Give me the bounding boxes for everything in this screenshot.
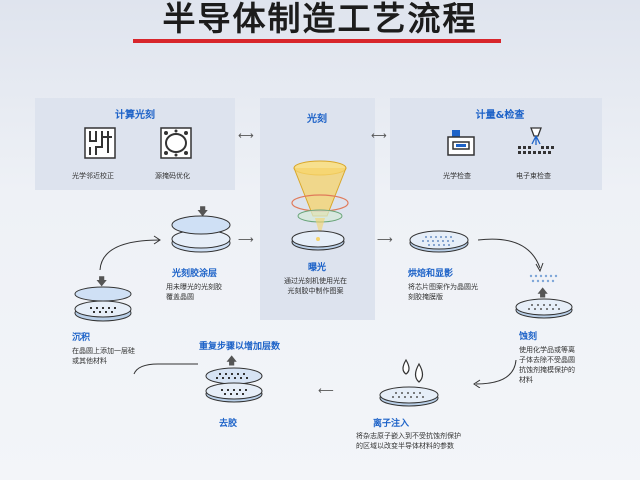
deposition-wafer <box>74 286 132 322</box>
optical-inspection-icon <box>447 130 475 156</box>
coating-to-exposure-arrow: ⟶ <box>238 233 254 246</box>
smo-icon <box>160 127 192 159</box>
develop-wafer <box>409 230 469 253</box>
implant-wafer <box>379 386 439 407</box>
ion-drops-icon <box>402 358 424 383</box>
exposure-to-develop-arrow: ⟶ <box>377 233 393 246</box>
implant-label: 离子注入 <box>373 419 410 429</box>
implant-desc: 将杂志原子嵌入到不受抗蚀剂保护的区域以改变半导体材料的参数 <box>356 432 461 450</box>
metrology-panel <box>390 98 602 190</box>
coating-wafer <box>171 215 231 253</box>
exposure-wafer <box>291 230 345 251</box>
metrology-label: 计量&检查 <box>475 110 525 121</box>
strip-label: 去胶 <box>219 419 238 429</box>
deposition-desc: 在晶圆上添加一层硅或其他材料 <box>72 347 135 365</box>
bidirectional-arrow-right: ⟷ <box>371 129 387 142</box>
coating-label: 光刻胶涂层 <box>172 269 218 279</box>
etch-up-arrow: 🡅 <box>537 286 549 299</box>
page-title: 半导体制造工艺流程 <box>162 0 478 38</box>
optical-inspection-label: 光学检查 <box>443 172 471 180</box>
deposition-to-coating-arrow <box>99 235 161 271</box>
develop-to-etch-arrow <box>478 238 544 273</box>
strip-wafer <box>205 367 263 403</box>
repeat-label: 重复步骤以增加层数 <box>199 342 281 352</box>
ebeam-inspection-label: 电子束检查 <box>516 172 551 180</box>
compute-litho-label: 计算光刻 <box>115 110 155 121</box>
repeat-up-arrow: 🡅 <box>226 354 238 367</box>
etch-pattern-top <box>529 274 558 283</box>
implant-to-strip-arrow: ⟵ <box>318 384 334 397</box>
etch-desc: 使用化学品或等离子体去除不受晶圆抗蚀剂掩模保护的材料 <box>519 346 575 384</box>
develop-label: 烘焙和显影 <box>408 269 454 279</box>
deposition-label: 沉积 <box>72 333 91 343</box>
title-underline <box>133 39 501 43</box>
exposure-light-cone <box>291 160 349 236</box>
opc-icon <box>84 127 116 159</box>
bidirectional-arrow-left: ⟷ <box>238 129 254 142</box>
etch-to-implant-arrow <box>473 359 517 388</box>
etch-wafer <box>515 298 573 319</box>
exposure-label: 曝光 <box>308 263 327 273</box>
coating-down-arrow: 🡇 <box>197 205 209 218</box>
deposition-down-arrow: 🡇 <box>96 275 108 288</box>
exposure-desc: 通过光刻机使用光在光刻胶中制作图案 <box>284 277 347 295</box>
litho-label: 光刻 <box>307 114 327 125</box>
smo-label: 源掩码优化 <box>155 172 190 180</box>
etch-label: 蚀刻 <box>519 332 538 342</box>
develop-desc: 将芯片图案作为晶圆光刻胶掩膜版 <box>408 283 478 301</box>
opc-label: 光学邻近校正 <box>72 172 114 180</box>
strip-to-deposition-arrow <box>133 363 198 375</box>
coating-desc: 用未曝光的光刻胶覆盖晶圆 <box>166 283 222 301</box>
compute-litho-panel <box>35 98 235 190</box>
ebeam-inspection-icon <box>518 127 554 154</box>
